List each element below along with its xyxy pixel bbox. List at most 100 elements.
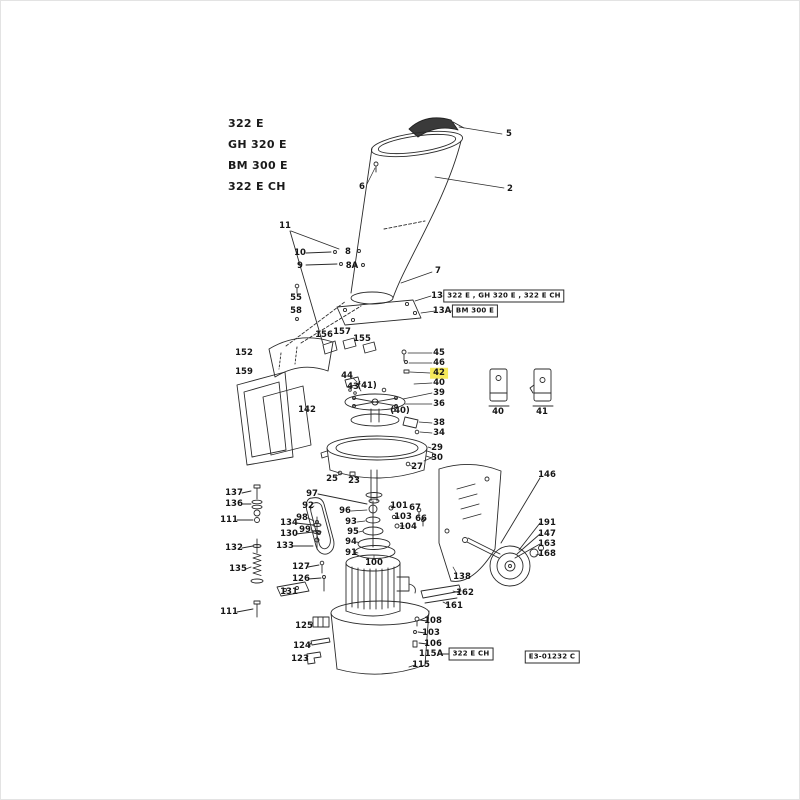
part-label: 133 bbox=[276, 540, 294, 551]
part-label: 66 bbox=[415, 513, 427, 524]
part-label: 111 bbox=[220, 606, 238, 617]
side-panel-drawing bbox=[236, 371, 312, 466]
wheel-drawing bbox=[462, 477, 544, 587]
part-label: 163 bbox=[538, 538, 556, 549]
part-label: 103 bbox=[394, 511, 412, 522]
part-label: 155 bbox=[353, 333, 371, 344]
middle-bolt-drawing bbox=[291, 516, 322, 550]
part-label: 162 bbox=[456, 587, 474, 598]
part-label: 27 bbox=[411, 461, 423, 472]
part-label: 147 bbox=[538, 528, 556, 539]
part-label: 13A bbox=[432, 305, 452, 316]
part-label: 99 bbox=[299, 524, 311, 535]
deflector-drawing bbox=[268, 300, 362, 378]
rotor-drawing bbox=[344, 349, 420, 435]
part-label: 58 bbox=[290, 305, 302, 316]
part-label: 97 bbox=[306, 488, 318, 499]
part-label: 46 bbox=[433, 357, 445, 368]
part-label: 106 bbox=[424, 638, 442, 649]
part-label: 104 bbox=[399, 521, 417, 532]
bottom-left-parts-drawing bbox=[305, 616, 331, 665]
housing-drawing bbox=[320, 435, 434, 504]
part-label: 103 bbox=[422, 627, 440, 638]
part-label: 111 bbox=[220, 514, 238, 525]
part-label: 8A bbox=[345, 260, 359, 271]
part-label: 44 bbox=[341, 370, 353, 381]
detail-part-40-drawing bbox=[488, 368, 510, 407]
part-label: 5 bbox=[506, 128, 512, 139]
part-label: 10 bbox=[294, 247, 306, 258]
part-label: 11 bbox=[279, 220, 291, 231]
hopper-drawing bbox=[350, 117, 465, 305]
model-name: 322 E CH bbox=[228, 180, 286, 193]
part-label: 7 bbox=[435, 265, 441, 276]
part-label: 135 bbox=[229, 563, 247, 574]
part-label: 36 bbox=[433, 398, 445, 409]
detail-label-41: 41 bbox=[536, 406, 548, 417]
part-label: 136 bbox=[225, 498, 243, 509]
part-label: 93 bbox=[345, 516, 357, 527]
part-label: 8 bbox=[345, 246, 351, 257]
model-name: GH 320 E bbox=[228, 138, 287, 151]
highlighted-part-label: 42 bbox=[430, 367, 448, 379]
part-label: 191 bbox=[538, 517, 556, 528]
part-label: 115A bbox=[418, 648, 444, 659]
bucket-drawing bbox=[330, 600, 430, 675]
part-label: 9 bbox=[297, 260, 303, 271]
part-label: 23 bbox=[348, 475, 360, 486]
variant-box: 322 E CH bbox=[448, 647, 494, 661]
part-label: 30 bbox=[431, 452, 443, 463]
part-label: 55 bbox=[290, 292, 302, 303]
bucket-hardware-drawing bbox=[408, 616, 452, 668]
part-label: 168 bbox=[538, 548, 556, 559]
part-label: (40) bbox=[390, 405, 410, 416]
motor-drawing bbox=[345, 554, 416, 617]
part-label: 130 bbox=[280, 528, 298, 539]
part-label: 157 bbox=[333, 326, 351, 337]
part-label: 6 bbox=[359, 181, 365, 192]
part-label: (41) bbox=[357, 380, 377, 391]
part-label: 161 bbox=[445, 600, 463, 611]
model-name: 322 E bbox=[228, 117, 264, 130]
part-label: 40 bbox=[433, 377, 445, 388]
part-label: 43 bbox=[347, 381, 359, 392]
variant-box: BM 300 E bbox=[451, 304, 499, 318]
part-label: 94 bbox=[345, 536, 357, 547]
flange-plate-drawing bbox=[336, 299, 422, 326]
part-label: 38 bbox=[433, 417, 445, 428]
mounting-feet-drawing bbox=[322, 337, 377, 355]
part-label: 134 bbox=[280, 517, 298, 528]
part-label: 67 bbox=[409, 502, 421, 513]
part-label: 132 bbox=[225, 542, 243, 553]
part-label: 137 bbox=[225, 487, 243, 498]
part-label: 127 bbox=[292, 561, 310, 572]
part-label: 96 bbox=[339, 505, 351, 516]
part-label: 152 bbox=[235, 347, 253, 358]
part-label: 124 bbox=[293, 640, 311, 651]
part-label: 13 bbox=[431, 290, 443, 301]
part-label: 123 bbox=[291, 653, 309, 664]
detail-label-40: 40 bbox=[492, 406, 504, 417]
part-label: 156 bbox=[315, 329, 333, 340]
part-label: 91 bbox=[345, 547, 357, 558]
part-label: 142 bbox=[298, 404, 316, 415]
spring-assembly-drawing bbox=[236, 484, 310, 618]
part-label: 108 bbox=[424, 615, 442, 626]
motor-mount-screws-drawing bbox=[307, 560, 326, 592]
part-label: 115 bbox=[412, 659, 430, 670]
part-label: 2 bbox=[507, 183, 513, 194]
part-label: 101 bbox=[390, 500, 408, 511]
part-label: 125 bbox=[295, 620, 313, 631]
part-label: 34 bbox=[433, 427, 445, 438]
drawing-number: E3-01232 C bbox=[524, 650, 580, 664]
part-label: 126 bbox=[292, 573, 310, 584]
part-label: 29 bbox=[431, 442, 443, 453]
part-label: 138 bbox=[453, 571, 471, 582]
detail-part-41-drawing bbox=[529, 368, 554, 407]
part-label: 92 bbox=[302, 500, 314, 511]
part-label: 25 bbox=[326, 473, 338, 484]
small-screws-top-drawing bbox=[289, 230, 365, 345]
